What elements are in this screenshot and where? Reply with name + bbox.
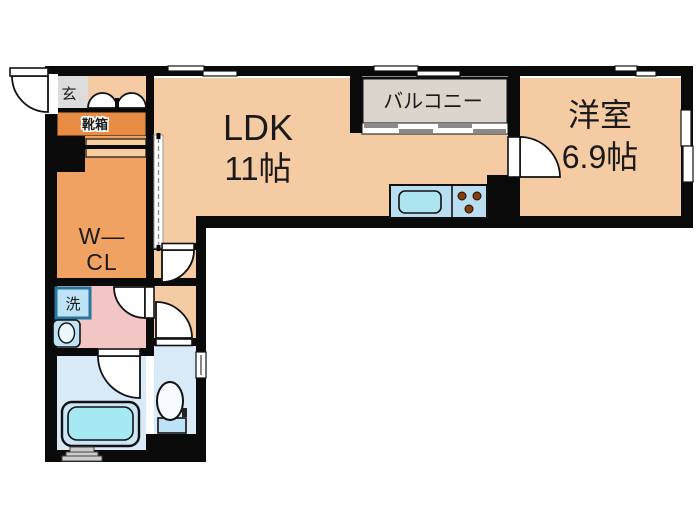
stove-burner-2 [472,191,482,201]
toilet-door-leaf [155,338,193,347]
exterior-step-1 [69,446,95,453]
room-labels: LDK 11帖 洋室 6.9帖 バルコニー 玄 靴箱 W— CL 洗 [61,86,638,313]
laundry-label: 洗 [65,296,80,313]
window-top-balcony-pane2 [416,70,461,77]
window-top-balcony-pane1 [373,65,419,72]
wall-shoebox-bottom [45,145,146,149]
bathtub-inner [67,406,134,441]
wall-bottom-top-bar [196,216,693,228]
wall-ldk-western-room [508,66,520,137]
kitchen-sink [398,190,442,214]
balcony-sliding-door-track [361,122,509,135]
washing-machine [54,286,92,320]
wall-kitchen-block [487,175,520,218]
western-room-door-swing [519,136,561,178]
washroom-door-swing [113,286,146,319]
wall-bathroom-top-right [140,348,154,356]
hall-door-swing [161,249,195,283]
window-right-western-pane1 [680,109,692,147]
western-room-door-leaf [507,136,521,178]
western-room-size-label: 6.9帖 [562,139,639,175]
wall-hall-door-stub-right [194,243,206,250]
shoe-closet-door-meeting-stile [115,98,119,109]
kitchen-unit [389,184,488,219]
window-top-ldk-pane2 [202,70,238,77]
windows [167,65,694,379]
toilet-fixtures [156,381,187,434]
stove-burner-3 [464,204,474,214]
closet-door-end-tick-top [156,133,161,139]
wall-balcony-left [350,66,362,133]
balcony-sash-1 [364,124,398,128]
closet-label-line1: W— [79,223,126,249]
toilet-flush-handle [182,408,187,417]
window-right-western-pane2 [682,145,694,183]
exterior-step-2 [65,451,99,457]
wall-washroom-top [45,278,206,286]
hall-door-leaf [161,242,195,251]
window-top-western-pane1 [614,65,638,72]
toilet-bowl [156,381,184,421]
wall-closet-notch [45,136,85,172]
bathroom-door-swing [97,355,141,399]
wall-closet-column [146,76,154,287]
balcony-sash-3 [438,124,472,128]
wall-toilet-door-stub-left [146,338,156,346]
washroom-door-leaf [144,286,155,319]
wall-genkan-step [57,108,146,112]
wall-below-toilet [146,434,206,462]
western-room-label: 洋室 [568,97,632,133]
closet-folding-door-panel [153,134,164,249]
wash-basin-bowl [57,322,76,344]
ldk-size-label: 11帖 [224,150,291,187]
wall-bathroom-top-left [45,348,98,356]
wall-toilet-door-stub-right [192,338,206,346]
shoe-box-label: 靴箱 [82,117,108,132]
exterior-step-3 [61,455,103,462]
window-top-western-pane2 [635,70,657,77]
wall-top [45,66,693,76]
balcony-sash-2 [399,129,433,133]
balcony-sash-4 [473,129,506,133]
balcony-label: バルコニー [383,91,483,113]
wall-washroom-right [146,318,154,350]
toilet-door-swing [155,301,193,339]
walls [45,66,693,462]
entrance-door-swing [11,75,49,113]
ldk-floor-left [154,78,362,216]
doors [9,67,561,399]
stove-burner-1 [457,191,467,201]
entrance-door-leaf [9,67,49,77]
washroom-fixtures [52,286,92,348]
closet-door-end-tick-bottom [156,245,161,251]
entrance-label: 玄 [61,86,76,103]
window-top-ldk-pane1 [167,65,205,72]
closet-label-line2: CL [86,249,117,275]
bathroom-door-leaf [97,348,141,357]
bathroom-fixtures [60,400,141,462]
ldk-label: LDK [223,107,293,148]
